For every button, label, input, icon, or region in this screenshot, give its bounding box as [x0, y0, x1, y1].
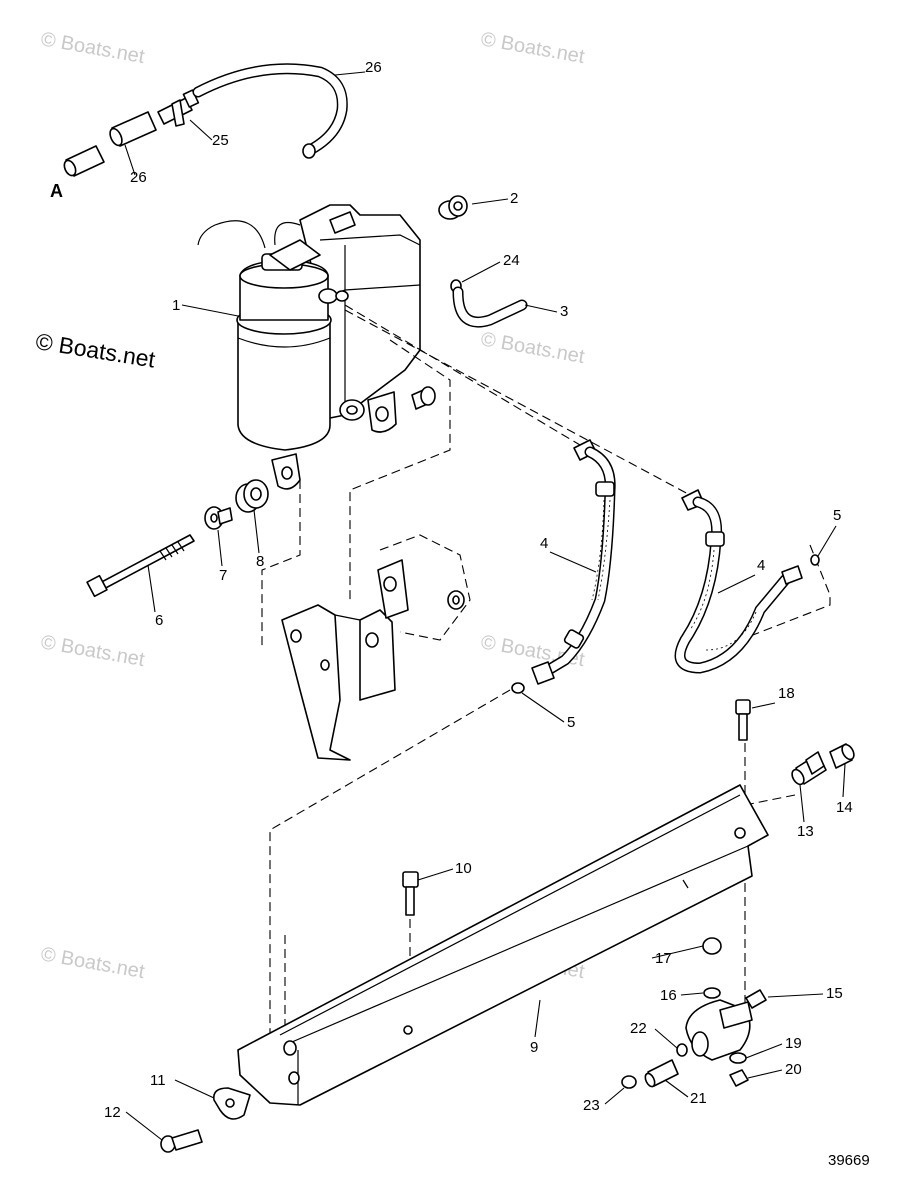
figure-id: 39669 — [828, 1152, 870, 1169]
pressure-regulator-assembly — [621, 937, 767, 1089]
callout-c12: 12 — [104, 1104, 121, 1121]
callout-c19: 19 — [785, 1035, 802, 1052]
callout-c15: 15 — [826, 985, 843, 1002]
callout-c11: 11 — [150, 1072, 166, 1089]
watermark-5: © Boats.net — [39, 943, 146, 983]
callout-c23: 23 — [583, 1097, 600, 1114]
callout-c21: 21 — [690, 1090, 707, 1107]
tee-fitting — [157, 89, 200, 127]
callout-c26b: 26 — [130, 169, 147, 186]
callout-c24: 24 — [503, 252, 520, 269]
callout-c20: 20 — [785, 1061, 802, 1078]
engine-mounting-bracket — [281, 534, 471, 761]
watermark-0: © Boats.net — [39, 28, 146, 68]
callout-c4b: 4 — [757, 557, 765, 574]
callout-c18: 18 — [778, 685, 795, 702]
mounting-hardware-6-7-8 — [86, 479, 269, 598]
fuel-filter-body — [197, 204, 436, 490]
fuel-line-part-4-right — [674, 489, 803, 674]
callout-c3: 3 — [560, 303, 568, 320]
callout-c6: 6 — [155, 612, 163, 629]
screw-part-10 — [402, 871, 419, 916]
hose-piece-left — [63, 111, 157, 177]
fuel-line-part-4-left — [531, 439, 616, 685]
callout-c1: 1 — [172, 297, 180, 314]
callout-c13: 13 — [797, 823, 814, 840]
callout-c9: 9 — [530, 1039, 538, 1056]
fittings-parts-13-14 — [791, 743, 855, 786]
watermark-3: © Boats.net — [39, 631, 146, 671]
callout-c2: 2 — [510, 190, 518, 207]
grommet-part-2 — [438, 195, 468, 220]
callout-c16: 16 — [660, 987, 677, 1004]
callout-c5b: 5 — [567, 714, 575, 731]
watermark-1: © Boats.net — [479, 28, 586, 68]
o-ring-part-5 — [511, 554, 820, 694]
callout-c10: 10 — [455, 860, 472, 877]
callout-leader-lines — [124, 71, 846, 1141]
watermark-layer: © Boats.net © Boats.net © Boats.net © Boats… — [39, 28, 586, 983]
callout-c8: 8 — [256, 553, 264, 570]
watermark-2: © Boats.net — [479, 328, 586, 368]
bracket-part-11 — [212, 1087, 251, 1120]
view-label: A — [50, 181, 63, 201]
screw-part-12 — [160, 1129, 203, 1153]
fuel-rail-part-9 — [237, 784, 769, 1106]
callout-c26a: 26 — [365, 59, 382, 76]
hose-part-3-with-clamp-24 — [450, 279, 528, 328]
callout-c7: 7 — [219, 567, 227, 584]
callout-c17: 17 — [655, 950, 672, 967]
callout-c22: 22 — [630, 1020, 647, 1037]
callout-c14: 14 — [836, 799, 853, 816]
long-curved-hose — [192, 63, 348, 159]
detail-a-hose-assembly — [63, 63, 348, 177]
screw-part-18 — [735, 699, 751, 741]
callout-c25: 25 — [212, 132, 229, 149]
callout-c5a: 5 — [833, 507, 841, 524]
callout-c4a: 4 — [540, 535, 548, 552]
